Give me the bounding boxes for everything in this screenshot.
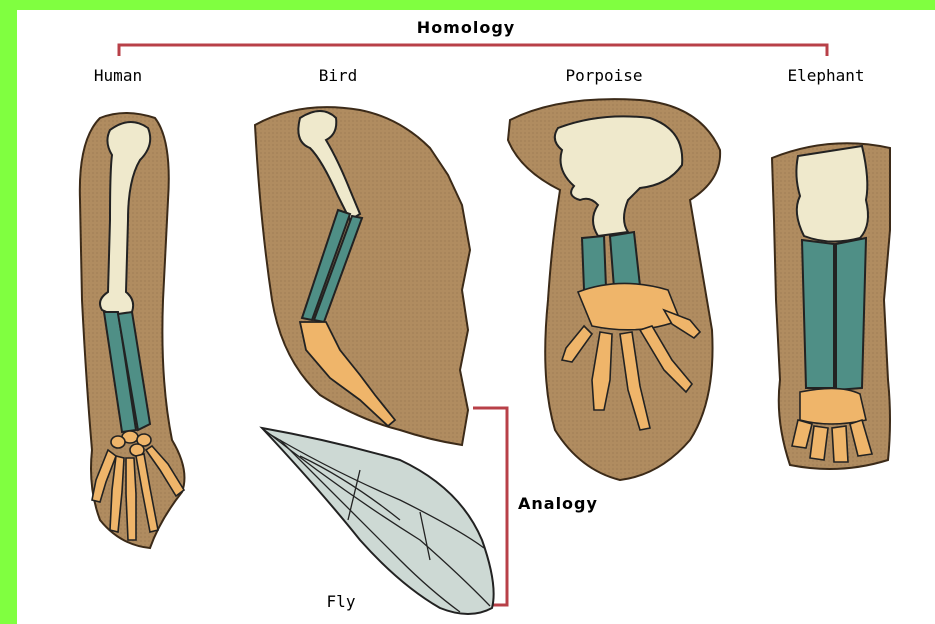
porpoise-label: Porpoise bbox=[565, 66, 642, 85]
homology-bracket bbox=[119, 45, 827, 56]
fly-label: Fly bbox=[327, 592, 356, 611]
homology-title: Homology bbox=[417, 18, 515, 37]
elephant-ulna bbox=[836, 238, 866, 390]
human-label: Human bbox=[94, 66, 142, 85]
fly-wing bbox=[262, 428, 494, 614]
bird-label: Bird bbox=[319, 66, 358, 85]
elephant-label: Elephant bbox=[787, 66, 864, 85]
elephant-humerus bbox=[796, 146, 868, 242]
elephant-leg bbox=[772, 143, 890, 469]
human-arm bbox=[80, 113, 185, 548]
elephant-radius bbox=[802, 240, 834, 388]
porpoise-radius bbox=[582, 236, 606, 290]
analogy-label: Analogy bbox=[518, 494, 598, 513]
bird-wing bbox=[255, 107, 470, 445]
porpoise-flipper bbox=[508, 99, 720, 480]
porpoise-ulna bbox=[610, 232, 640, 288]
